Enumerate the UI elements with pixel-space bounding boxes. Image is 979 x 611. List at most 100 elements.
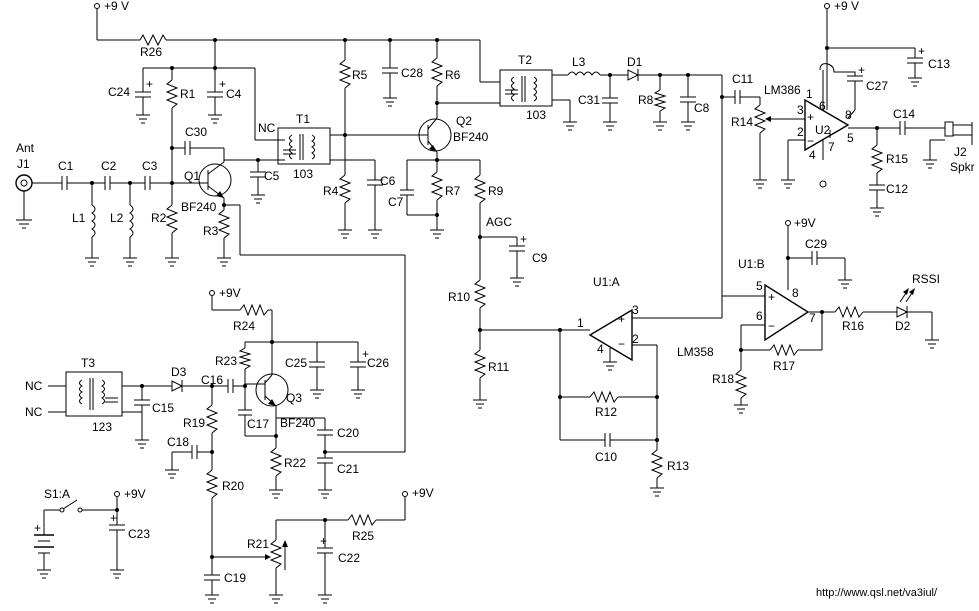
label-T3-code: 123 [92, 420, 112, 434]
label-spkr: Spkr [950, 160, 975, 174]
label-R15: R15 [886, 152, 908, 166]
power-label-right: +9 V [834, 0, 859, 13]
u1b-pin5: 5 [756, 279, 763, 293]
label-L1: L1 [72, 211, 86, 225]
label-S1A: S1:A [44, 487, 70, 501]
label-R24: R24 [233, 319, 255, 333]
oscillator-section [48, 290, 408, 595]
label-R20: R20 [222, 479, 244, 493]
label-Q2: Q2 [456, 114, 472, 128]
top-power-rail [94, 3, 500, 83]
label-C25: C25 [285, 356, 307, 370]
label-R16: R16 [842, 319, 864, 333]
label-R17: R17 [773, 359, 795, 373]
label-D1: D1 [627, 55, 643, 69]
input-filter [61, 176, 200, 258]
label-U2: U2 [815, 123, 831, 137]
label-D3: D3 [171, 365, 187, 379]
u2-pin8: 8 [845, 108, 852, 122]
detector-section [567, 69, 735, 318]
label-T1-code: 103 [293, 167, 313, 181]
label-LM358: LM358 [677, 345, 714, 359]
label-C14: C14 [893, 107, 915, 121]
label-Q1: Q1 [184, 169, 200, 183]
ground-symbol [16, 219, 32, 229]
label-ant: Ant [16, 141, 35, 155]
power-label-top: +9 V [104, 0, 129, 13]
label-R4: R4 [323, 184, 339, 198]
label-R18: R18 [712, 372, 734, 386]
u2-pin2: 2 [797, 125, 804, 139]
u1a-pin2: 2 [632, 332, 639, 346]
u2-plus: + [807, 110, 814, 124]
label-C23: C23 [128, 527, 150, 541]
label-R3: R3 [203, 224, 219, 238]
label-C20: C20 [337, 426, 359, 440]
u2-pin4: 4 [809, 148, 816, 162]
u2-pin5: 5 [847, 131, 854, 145]
label-R14: R14 [731, 115, 753, 129]
label-C27: C27 [866, 79, 888, 93]
label-C13: C13 [928, 57, 950, 71]
label-C10: C10 [595, 450, 617, 464]
label-R10: R10 [448, 290, 470, 304]
u2-minus: − [807, 134, 814, 148]
label-R1: R1 [180, 87, 196, 101]
u1a-plus: + [618, 312, 625, 326]
label-C11: C11 [732, 72, 753, 86]
agc-opamp-U1A [558, 308, 722, 488]
q2-network [400, 40, 590, 400]
u1a-minus: − [618, 337, 625, 351]
label-T2-code: 103 [526, 108, 546, 122]
svg-text:+: + [219, 77, 226, 91]
label-R26: R26 [140, 45, 162, 59]
label-Q3-type: BF240 [280, 416, 316, 430]
ground-symbol [135, 389, 365, 604]
u1a-pin1: 1 [577, 316, 584, 330]
label-R7: R7 [445, 184, 461, 198]
transformer-T2 [499, 69, 571, 122]
label-R5: R5 [352, 68, 368, 82]
ground-symbol [603, 361, 664, 497]
label-nc-b: NC [25, 405, 43, 419]
transistor-Q2 [418, 117, 452, 153]
label-C22: C22 [338, 551, 360, 565]
power-label-r25: +9V [412, 486, 434, 500]
svg-text:+: + [918, 44, 925, 58]
u1b-minus: − [768, 319, 775, 333]
u1b-pin8: 8 [792, 286, 799, 300]
label-Q3: Q3 [286, 391, 302, 405]
ground-symbol [37, 569, 124, 579]
ground-symbol [430, 229, 524, 409]
u2-pin3: 3 [797, 103, 804, 117]
u1b-pin6: 6 [756, 309, 763, 323]
u2-pin7: 7 [828, 140, 835, 154]
u1b-pin7: 7 [809, 311, 816, 325]
ground-symbol [734, 279, 939, 414]
label-C19: C19 [224, 571, 246, 585]
svg-text:+: + [320, 534, 327, 548]
u1a-pin3: 3 [632, 303, 639, 317]
power-label-s1: +9V [124, 487, 146, 501]
label-C16: C16 [201, 373, 223, 387]
label-C24: C24 [108, 85, 130, 99]
audio-amplifier [734, 3, 973, 208]
label-C6: C6 [380, 174, 396, 188]
label-R11: R11 [488, 360, 509, 374]
label-C21: C21 [337, 462, 359, 476]
svg-text:+: + [520, 232, 527, 246]
label-C15: C15 [152, 401, 174, 415]
label-C2: C2 [101, 159, 117, 173]
label-C18: C18 [167, 435, 189, 449]
label-T2: T2 [518, 53, 532, 67]
svg-text:+: + [362, 347, 369, 361]
label-R9: R9 [488, 184, 504, 198]
label-R13: R13 [667, 459, 689, 473]
label-R2: R2 [151, 211, 167, 225]
label-nc-t1: NC [258, 121, 276, 135]
label-D2: D2 [895, 319, 911, 333]
u2-pin6: 6 [819, 99, 826, 113]
power-label-u1b: +9V [794, 216, 816, 230]
label-C28: C28 [401, 66, 423, 80]
